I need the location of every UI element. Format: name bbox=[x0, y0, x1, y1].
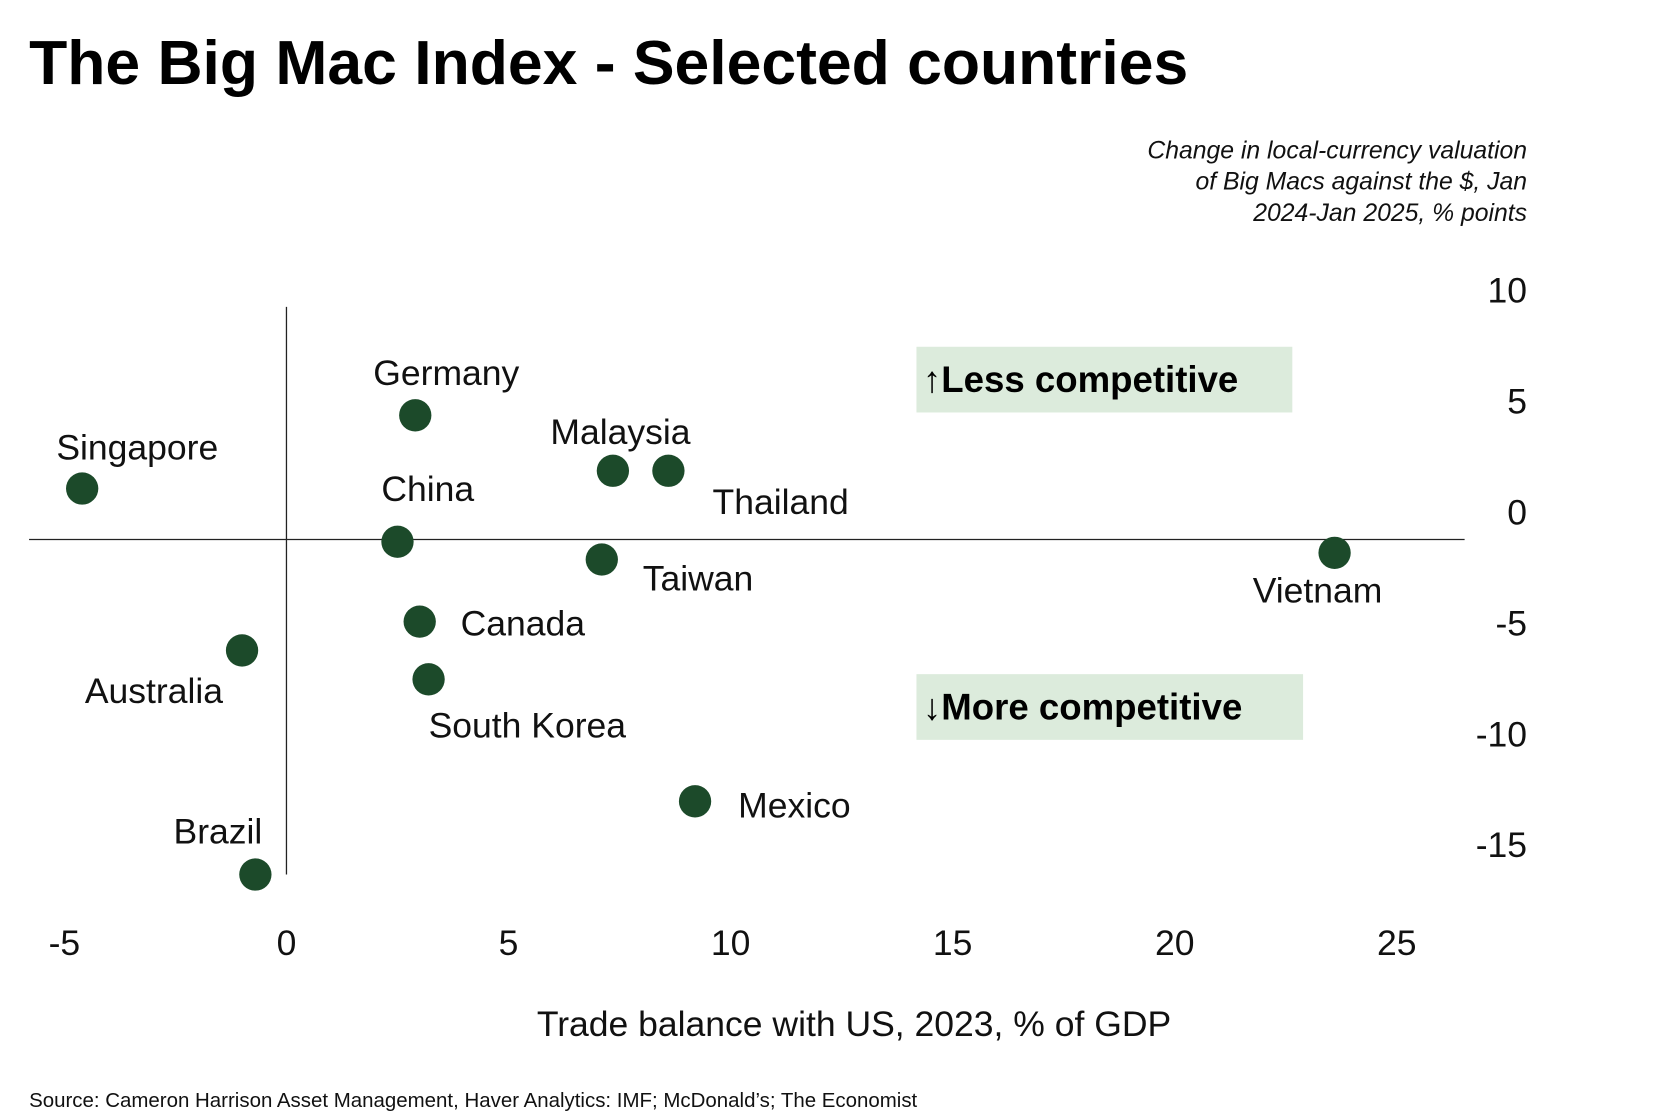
y-axis-title-line-3: 2024-Jan 2025, % points bbox=[1252, 200, 1527, 227]
y-tick-label: -5 bbox=[1495, 603, 1527, 643]
point-marker bbox=[381, 525, 414, 558]
point-marker bbox=[652, 454, 685, 487]
data-point-canada: Canada bbox=[403, 604, 586, 644]
point-marker bbox=[399, 399, 432, 432]
annotation-more-competitive: ↓More competitive bbox=[916, 674, 1304, 740]
point-label: Canada bbox=[461, 604, 586, 644]
y-axis-ticks: 10 5 0 -5 -10 -15 bbox=[1476, 271, 1527, 866]
point-marker bbox=[239, 858, 272, 891]
svg-text:↑Less competitive: ↑Less competitive bbox=[923, 359, 1238, 400]
point-marker bbox=[678, 785, 712, 818]
point-label: Germany bbox=[373, 353, 519, 393]
x-tick-label: 5 bbox=[499, 923, 519, 963]
point-label: China bbox=[381, 469, 474, 509]
x-tick-label: 15 bbox=[933, 923, 973, 963]
y-axis-title-line-1: Change in local-currency valuation bbox=[1147, 137, 1527, 164]
data-point-australia: Australia bbox=[85, 634, 259, 711]
x-tick-label: 25 bbox=[1377, 923, 1417, 963]
annotation-less-competitive: ↑Less competitive bbox=[916, 346, 1293, 413]
y-tick-label: 5 bbox=[1507, 382, 1527, 422]
point-label: Australia bbox=[85, 671, 223, 711]
x-tick-label: 0 bbox=[277, 923, 297, 963]
data-point-mexico: Mexico bbox=[678, 785, 851, 825]
data-point-china: China bbox=[381, 469, 474, 558]
data-point-south-korea: South Korea bbox=[412, 663, 626, 745]
arrow-up-icon: ↑ bbox=[923, 359, 941, 400]
y-tick-label: 0 bbox=[1507, 492, 1527, 532]
point-marker bbox=[225, 634, 259, 667]
point-marker bbox=[585, 543, 618, 576]
arrow-down-icon: ↓ bbox=[923, 686, 941, 727]
y-tick-label: 10 bbox=[1488, 271, 1528, 311]
point-label: Singapore bbox=[56, 427, 218, 467]
point-marker bbox=[403, 605, 436, 638]
point-label: Mexico bbox=[738, 785, 851, 825]
annotation-text: More competitive bbox=[941, 686, 1242, 727]
data-point-taiwan: Taiwan bbox=[585, 543, 754, 599]
chart-title: The Big Mac Index - Selected countries bbox=[29, 28, 1188, 98]
data-point-malaysia: Malaysia bbox=[550, 412, 691, 487]
data-point-singapore: Singapore bbox=[56, 427, 218, 505]
data-point-germany: Germany bbox=[373, 353, 520, 432]
annotation-bg bbox=[916, 346, 1293, 413]
point-marker bbox=[412, 663, 445, 696]
svg-text:↓More competitive: ↓More competitive bbox=[923, 686, 1242, 727]
data-point-brazil: Brazil bbox=[174, 811, 272, 891]
point-label: Malaysia bbox=[550, 412, 690, 452]
y-tick-label: -15 bbox=[1476, 825, 1527, 865]
point-label: Thailand bbox=[713, 482, 849, 522]
point-label: South Korea bbox=[429, 705, 627, 745]
x-tick-label: -5 bbox=[49, 923, 81, 963]
point-label: Brazil bbox=[174, 811, 263, 851]
point-label: Taiwan bbox=[643, 559, 754, 599]
x-axis-title: Trade balance with US, 2023, % of GDP bbox=[537, 1004, 1171, 1044]
source-note: Source: Cameron Harrison Asset Managemen… bbox=[29, 1089, 917, 1112]
y-axis-title-line-2: of Big Macs against the $, Jan bbox=[1195, 169, 1527, 196]
point-marker bbox=[1318, 536, 1351, 570]
annotation-bg bbox=[916, 674, 1304, 740]
x-tick-label: 20 bbox=[1155, 923, 1195, 963]
x-axis-ticks: -5 0 5 10 15 20 25 bbox=[49, 923, 1417, 963]
point-label: Vietnam bbox=[1253, 570, 1383, 610]
annotation-text: Less competitive bbox=[941, 359, 1238, 400]
data-point-vietnam: Vietnam bbox=[1253, 536, 1383, 610]
x-tick-label: 10 bbox=[711, 923, 751, 963]
point-marker bbox=[596, 454, 630, 487]
y-tick-label: -10 bbox=[1476, 714, 1527, 754]
data-point-thailand: Thailand bbox=[652, 454, 849, 522]
point-marker bbox=[66, 472, 99, 505]
